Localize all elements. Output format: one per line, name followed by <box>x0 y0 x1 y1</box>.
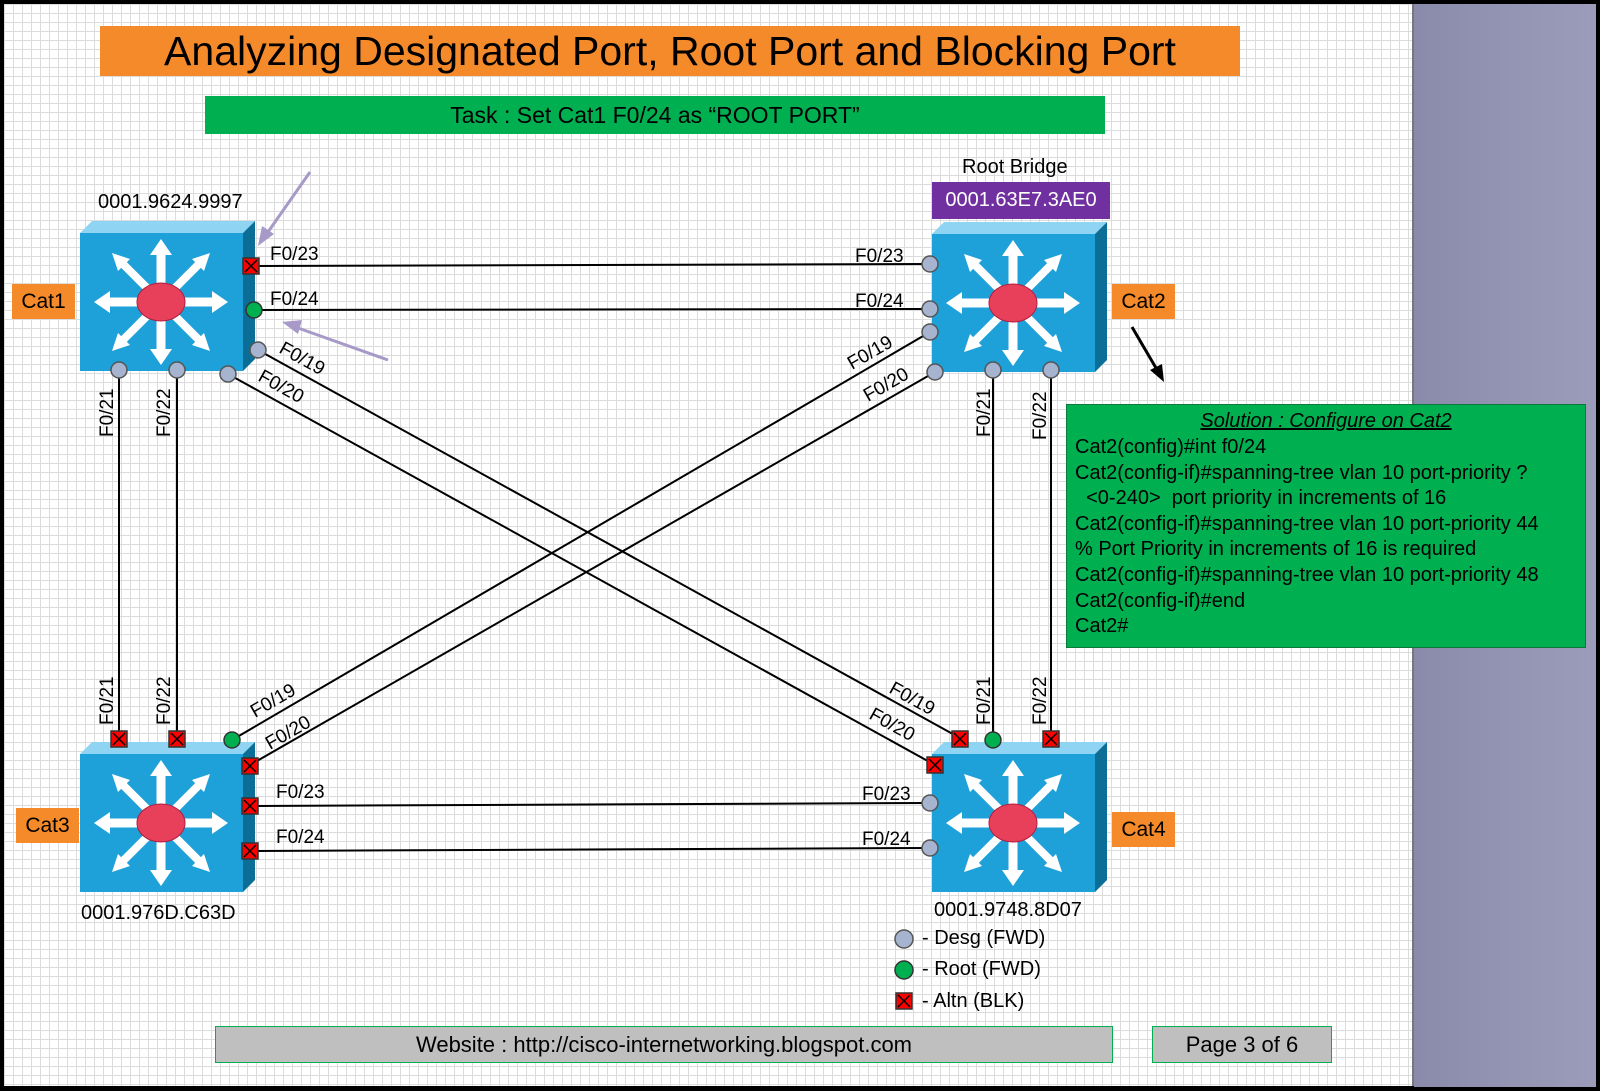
arrow-pointer-icon <box>266 171 312 233</box>
port-label: F0/21 <box>974 676 995 725</box>
solution-panel: Solution : Configure on Cat2 Cat2(config… <box>1066 404 1586 648</box>
port-root-icon <box>245 301 263 319</box>
port-altn-icon <box>242 257 260 275</box>
port-label: F0/22 <box>1030 391 1051 440</box>
solution-line: Cat2(config-if)#end <box>1075 589 1246 612</box>
solution-line: Cat2(config-if)#spanning-tree vlan 10 po… <box>1075 512 1539 535</box>
cat4-mac-address: 0001.9748.8D07 <box>934 899 1082 921</box>
port-altn-icon <box>168 730 186 748</box>
legend-altn-icon <box>895 992 913 1010</box>
port-desg-icon <box>921 794 939 812</box>
port-label: F0/24 <box>276 827 325 848</box>
port-altn-icon <box>1042 730 1060 748</box>
port-desg-icon <box>921 300 939 318</box>
port-desg-icon <box>921 839 939 857</box>
cat2-mac-address: 0001.63E7.3AE0 <box>932 182 1110 219</box>
link-cat2-cat3-f020 <box>249 371 936 766</box>
switch-cat3-icon[interactable] <box>80 742 255 892</box>
port-desg-icon <box>168 361 186 379</box>
port-label: F0/22 <box>154 676 175 725</box>
legend-altn-label: - Altn (BLK) <box>922 990 1025 1012</box>
port-label: F0/23 <box>276 782 325 803</box>
switch-label-cat2: Cat2 <box>1112 284 1175 319</box>
root-bridge-label: Root Bridge <box>962 156 1068 178</box>
port-desg-icon <box>249 341 267 359</box>
port-label: F0/23 <box>270 244 319 265</box>
solution-line: Cat2(config-if)#spanning-tree vlan 10 po… <box>1075 563 1539 586</box>
port-desg-icon <box>110 361 128 379</box>
port-desg-icon <box>219 365 237 383</box>
cat1-mac-address: 0001.9624.9997 <box>98 191 243 213</box>
link-cat1-cat2-f024 <box>253 308 931 311</box>
port-label: F0/23 <box>862 784 911 805</box>
port-altn-icon <box>241 842 259 860</box>
port-desg-icon <box>1042 361 1060 379</box>
task-banner: Task : Set Cat1 F0/24 as “ROOT PORT” <box>205 96 1105 134</box>
port-altn-icon <box>926 756 944 774</box>
port-label: F0/22 <box>1030 676 1051 725</box>
switch-label-cat3: Cat3 <box>16 808 79 843</box>
port-altn-icon <box>951 730 969 748</box>
link-cat1-cat2-f023 <box>251 263 931 267</box>
legend-markers <box>894 929 914 1010</box>
switch-label-cat4: Cat4 <box>1112 812 1175 847</box>
port-altn-icon <box>241 757 259 775</box>
port-label: F0/21 <box>97 676 118 725</box>
legend-root-label: - Root (FWD) <box>922 958 1041 980</box>
switch-cat4-icon[interactable] <box>932 742 1107 892</box>
arrow-pointer-icon <box>1130 326 1158 369</box>
switch-cat1-icon[interactable] <box>80 221 255 371</box>
link-cat1-cat4-f020 <box>227 373 936 766</box>
link-cat3-cat4-f024 <box>249 847 931 852</box>
port-root-icon <box>223 731 241 749</box>
port-markers <box>110 255 1060 860</box>
port-desg-icon <box>984 361 1002 379</box>
port-label: F0/21 <box>97 388 118 437</box>
legend-root-icon <box>894 960 914 980</box>
solution-line: <0-240> port priority in increments of 1… <box>1075 487 1447 510</box>
port-altn-icon <box>110 730 128 748</box>
port-label: F0/22 <box>154 388 175 437</box>
arrow-head-icon <box>1150 364 1164 382</box>
port-label: F0/24 <box>862 829 911 850</box>
arrow-head-icon <box>258 226 274 246</box>
links <box>118 263 1052 852</box>
page-title: Analyzing Designated Port, Root Port and… <box>100 26 1240 76</box>
footer-website[interactable]: Website : http://cisco-internetworking.b… <box>215 1026 1113 1063</box>
legend-desg-label: - Desg (FWD) <box>922 927 1046 949</box>
port-label: F0/23 <box>855 246 904 267</box>
solution-line: Cat2(config-if)#spanning-tree vlan 10 po… <box>1075 461 1528 484</box>
solution-line: Cat2# <box>1075 615 1129 638</box>
switch-cat2-icon[interactable] <box>932 222 1107 372</box>
port-desg-icon <box>926 363 944 381</box>
link-cat3-cat4-f023 <box>249 802 931 807</box>
link-cat1-cat4-f019 <box>257 349 961 739</box>
solution-title: Solution : Configure on Cat2 <box>1200 410 1452 432</box>
port-desg-icon <box>921 323 939 341</box>
arrow-head-icon <box>282 320 302 334</box>
solution-line: % Port Priority in increments of 16 is r… <box>1075 538 1477 561</box>
solution-line: Cat2(config)#int f0/24 <box>1075 436 1267 458</box>
cat3-mac-address: 0001.976D.C63D <box>81 902 236 924</box>
port-label: F0/24 <box>855 291 904 312</box>
link-cat2-cat3-f019 <box>231 331 931 741</box>
port-label: F0/21 <box>974 388 995 437</box>
arrow-pointer-icon <box>297 326 389 362</box>
port-root-icon <box>984 731 1002 749</box>
port-label: F0/24 <box>270 289 319 310</box>
footer-page-number: Page 3 of 6 <box>1152 1026 1332 1063</box>
port-desg-icon <box>921 255 939 273</box>
annotation-arrows <box>258 171 1164 382</box>
switch-label-cat1: Cat1 <box>12 284 75 319</box>
port-altn-icon <box>241 797 259 815</box>
legend-desg-icon <box>894 929 914 949</box>
